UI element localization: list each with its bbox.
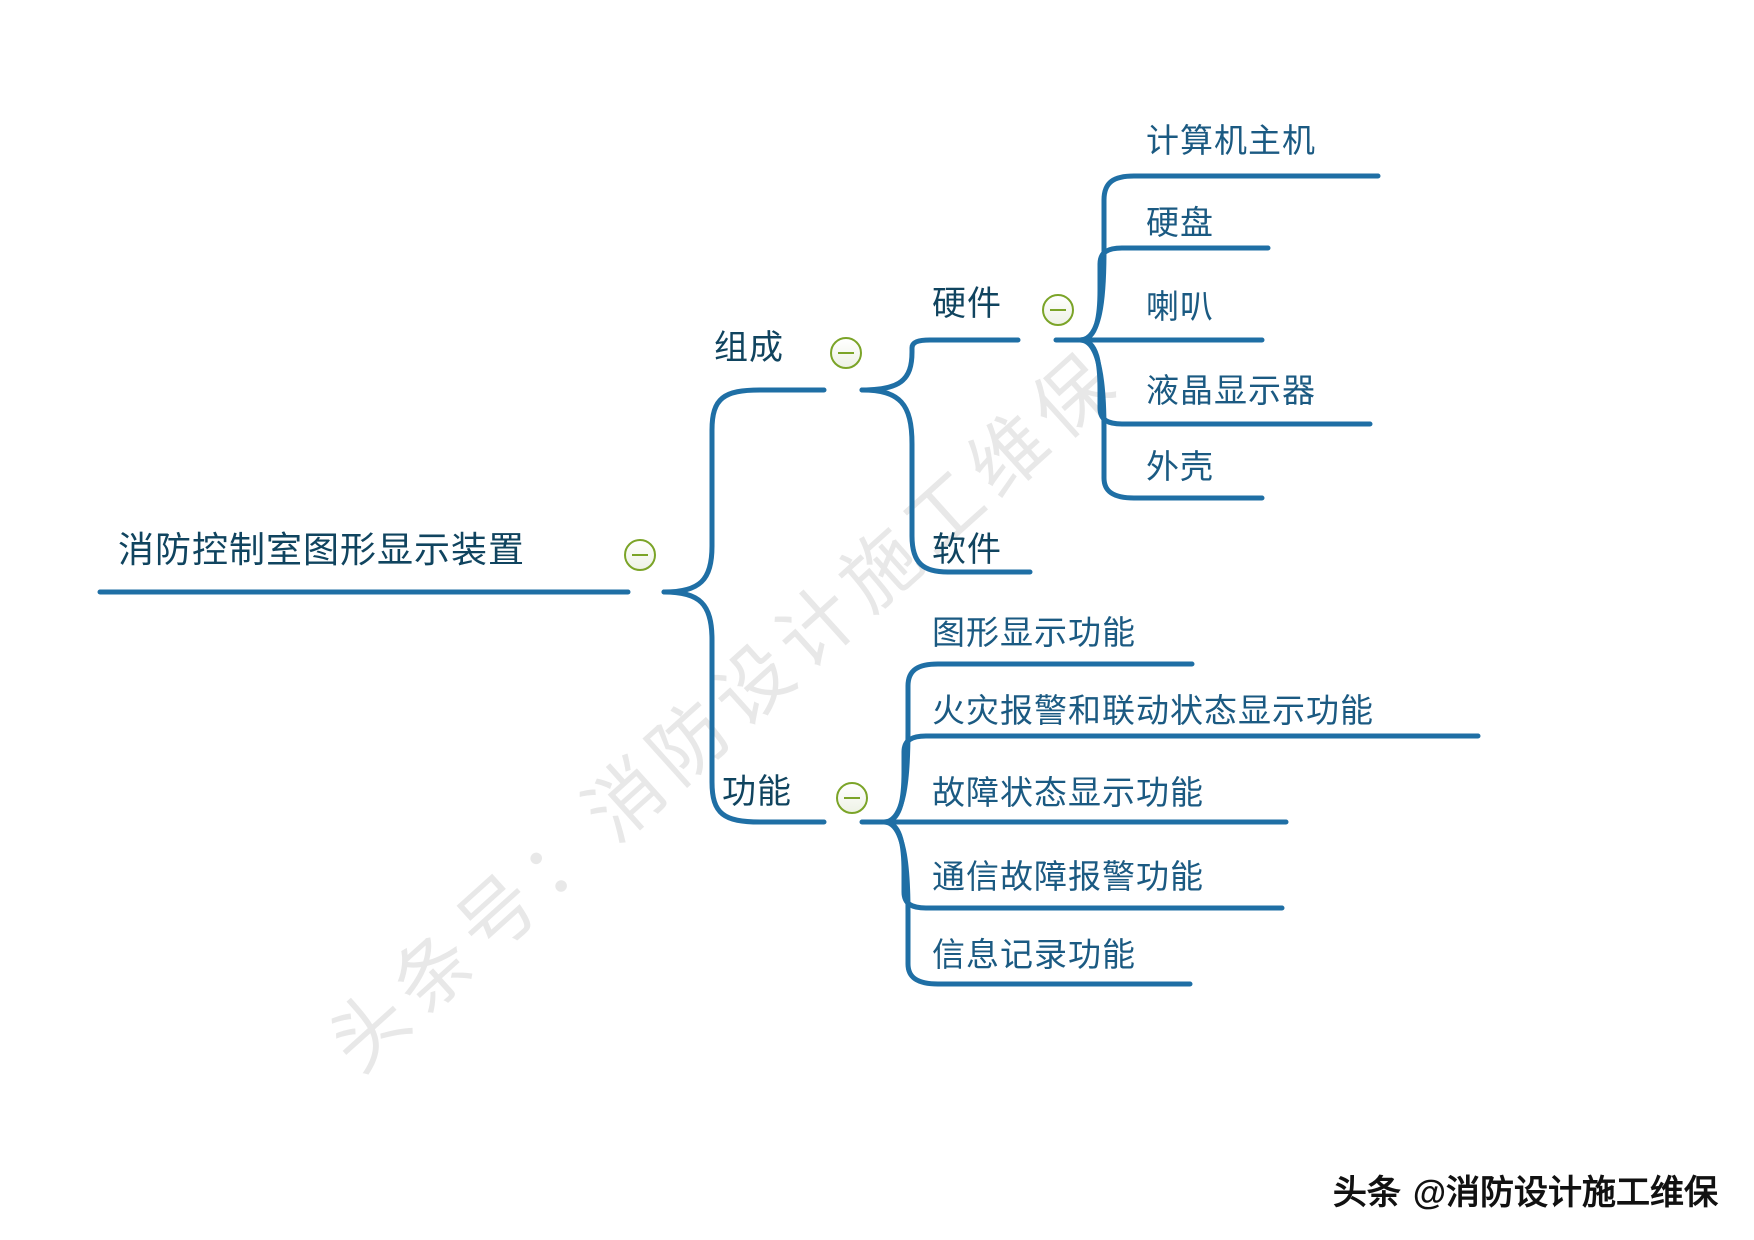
root-node-label[interactable]: 消防控制室图形显示装置	[118, 530, 526, 570]
branch-node-composition-label[interactable]: 组成	[714, 330, 784, 367]
leaf-node-hard-disk[interactable]: 硬盘	[1146, 206, 1214, 242]
branch-node-software-label[interactable]: 软件	[932, 532, 1002, 569]
leaf-node-fire-alarm-linkage-status-display-function[interactable]: 火灾报警和联动状态显示功能	[932, 694, 1374, 730]
leaf-node-graphic-display-function[interactable]: 图形显示功能	[932, 616, 1136, 652]
leaf-node-speaker[interactable]: 喇叭	[1146, 290, 1214, 326]
collapse-minus-icon-hardware[interactable]	[1042, 294, 1074, 326]
branch-node-functions-label[interactable]: 功能	[722, 774, 792, 811]
leaf-node-information-record-function[interactable]: 信息记录功能	[932, 938, 1136, 974]
collapse-minus-icon-composition[interactable]	[830, 337, 862, 369]
branch-node-hardware-label[interactable]: 硬件	[932, 286, 1002, 323]
footer-attribution: 头条 @消防设计施工维保	[1333, 1165, 1718, 1214]
collapse-minus-icon-root[interactable]	[624, 539, 656, 571]
leaf-node-communication-fault-alarm-function[interactable]: 通信故障报警功能	[932, 860, 1204, 896]
collapse-minus-icon-functions[interactable]	[836, 782, 868, 814]
leaf-node-enclosure[interactable]: 外壳	[1146, 450, 1214, 486]
leaf-node-computer-host[interactable]: 计算机主机	[1146, 124, 1316, 160]
leaf-node-lcd-display[interactable]: 液晶显示器	[1146, 374, 1316, 410]
footer-platform-label: 头条	[1332, 1174, 1401, 1212]
footer-account-label: @消防设计施工维保	[1412, 1174, 1718, 1212]
leaf-node-fault-status-display-function[interactable]: 故障状态显示功能	[932, 776, 1204, 812]
